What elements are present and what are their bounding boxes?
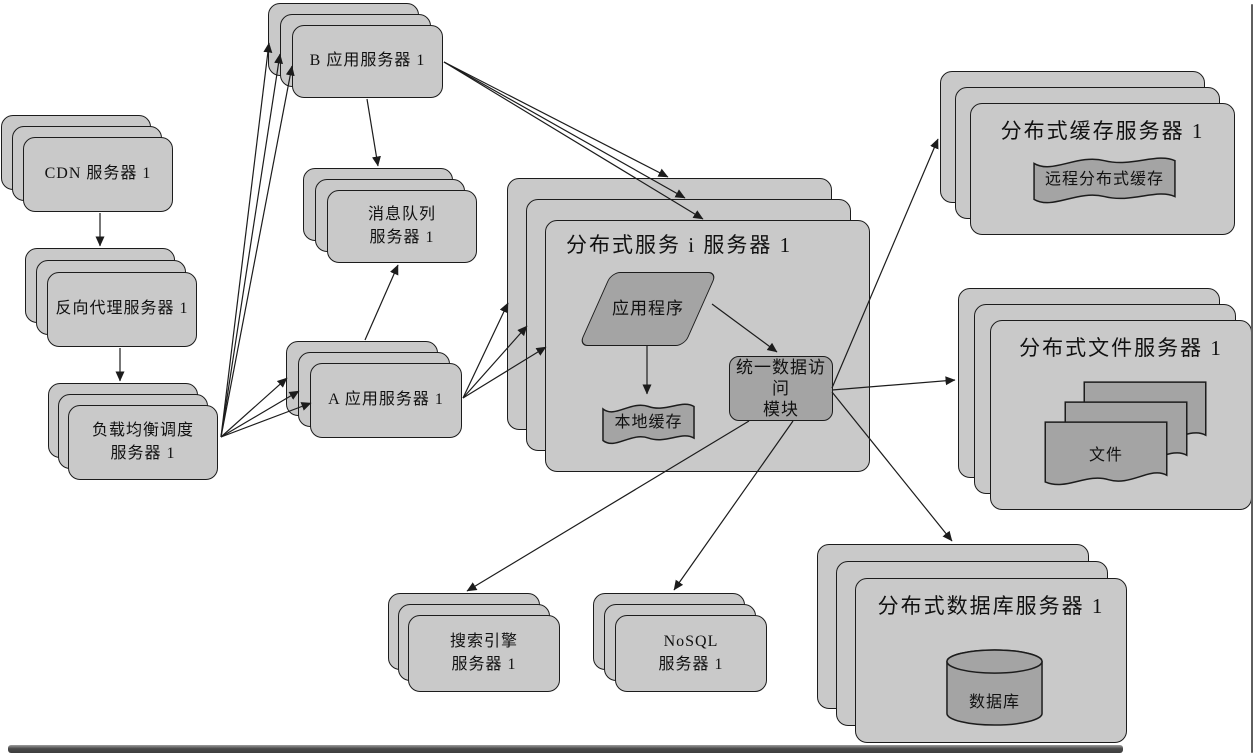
database-label: 数据库 xyxy=(968,693,1020,711)
nosql-server-stack: NoSQL 服务器 1 xyxy=(593,593,767,692)
app-server-a-label: A 应用服务器 1 xyxy=(328,391,444,409)
stack-front-layer: A 应用服务器 1 xyxy=(310,363,462,438)
cache-server-stack: 分布式缓存服务器 1 远程分布式缓存 xyxy=(940,71,1235,235)
application-label: 应用程序 xyxy=(612,299,685,319)
file-label: 文件 xyxy=(1088,446,1123,464)
app-server-a-stack: A 应用服务器 1 xyxy=(286,341,462,438)
stack-front-layer: 搜索引擎 服务器 1 xyxy=(408,615,560,692)
document-icon xyxy=(1044,421,1168,491)
application-parallelogram: 应用程序 xyxy=(578,272,718,346)
remote-cache-wave-shape: 远程分布式缓存 xyxy=(1031,151,1178,209)
db-server-title: 分布式数据库服务器 1 xyxy=(877,594,1105,618)
stack-front-layer: CDN 服务器 1 xyxy=(23,137,173,212)
stack-front-layer: 分布式服务 i 服务器 1 应用程序 本地缓存 统一数据访问 模块 xyxy=(545,220,870,472)
file-server-stack: 分布式文件服务器 1 文件 xyxy=(958,288,1252,510)
db-server-stack: 分布式数据库服务器 1 数据库 xyxy=(817,544,1127,743)
distributed-service-stack: 分布式服务 i 服务器 1 应用程序 本地缓存 统一数据访问 模块 xyxy=(507,178,870,472)
local-cache-wave-shape: 本地缓存 xyxy=(601,398,696,449)
message-queue-stack: 消息队列 服务器 1 xyxy=(303,168,477,263)
stack-front-layer: 分布式缓存服务器 1 远程分布式缓存 xyxy=(970,103,1235,235)
reverse-proxy-stack: 反向代理服务器 1 xyxy=(25,248,197,347)
reverse-proxy-label: 反向代理服务器 1 xyxy=(55,300,189,318)
taskbar-edge xyxy=(8,745,1123,753)
nosql-server-label: NoSQL 服务器 1 xyxy=(658,633,724,673)
app-server-b-label: B 应用服务器 1 xyxy=(309,52,426,70)
window-right-border xyxy=(1251,4,1253,753)
stack-front-layer: B 应用服务器 1 xyxy=(292,25,443,98)
cdn-server-stack: CDN 服务器 1 xyxy=(1,115,173,212)
local-cache-label: 本地缓存 xyxy=(614,414,683,432)
file-server-title: 分布式文件服务器 1 xyxy=(1019,336,1223,360)
wave-icon xyxy=(1031,151,1178,209)
database-cylinder-icon: 数据库 xyxy=(946,649,1043,726)
message-queue-label: 消息队列 服务器 1 xyxy=(367,206,436,246)
file-document-front-icon: 文件 xyxy=(1044,421,1168,491)
stack-front-layer: 分布式数据库服务器 1 数据库 xyxy=(855,578,1127,743)
search-server-stack: 搜索引擎 服务器 1 xyxy=(388,593,560,692)
cache-server-title: 分布式缓存服务器 1 xyxy=(1000,119,1205,143)
search-server-label: 搜索引擎 服务器 1 xyxy=(449,633,518,673)
data-access-module-label: 统一数据访问 模块 xyxy=(736,357,826,420)
stack-front-layer: 分布式文件服务器 1 文件 xyxy=(990,320,1252,510)
remote-cache-label: 远程分布式缓存 xyxy=(1044,170,1164,188)
load-balancer-label: 负载均衡调度 服务器 1 xyxy=(91,422,194,462)
stack-front-layer: NoSQL 服务器 1 xyxy=(615,615,767,692)
stack-front-layer: 消息队列 服务器 1 xyxy=(327,190,477,263)
app-server-b-stack: B 应用服务器 1 xyxy=(268,3,443,98)
cdn-server-label: CDN 服务器 1 xyxy=(44,165,152,183)
cylinder-icon xyxy=(946,649,1043,726)
data-access-module: 统一数据访问 模块 xyxy=(729,356,833,421)
stack-front-layer: 负载均衡调度 服务器 1 xyxy=(68,405,218,480)
load-balancer-stack: 负载均衡调度 服务器 1 xyxy=(48,383,218,480)
stack-front-layer: 反向代理服务器 1 xyxy=(47,272,197,347)
distributed-service-title: 分布式服务 i 服务器 1 xyxy=(566,233,793,257)
